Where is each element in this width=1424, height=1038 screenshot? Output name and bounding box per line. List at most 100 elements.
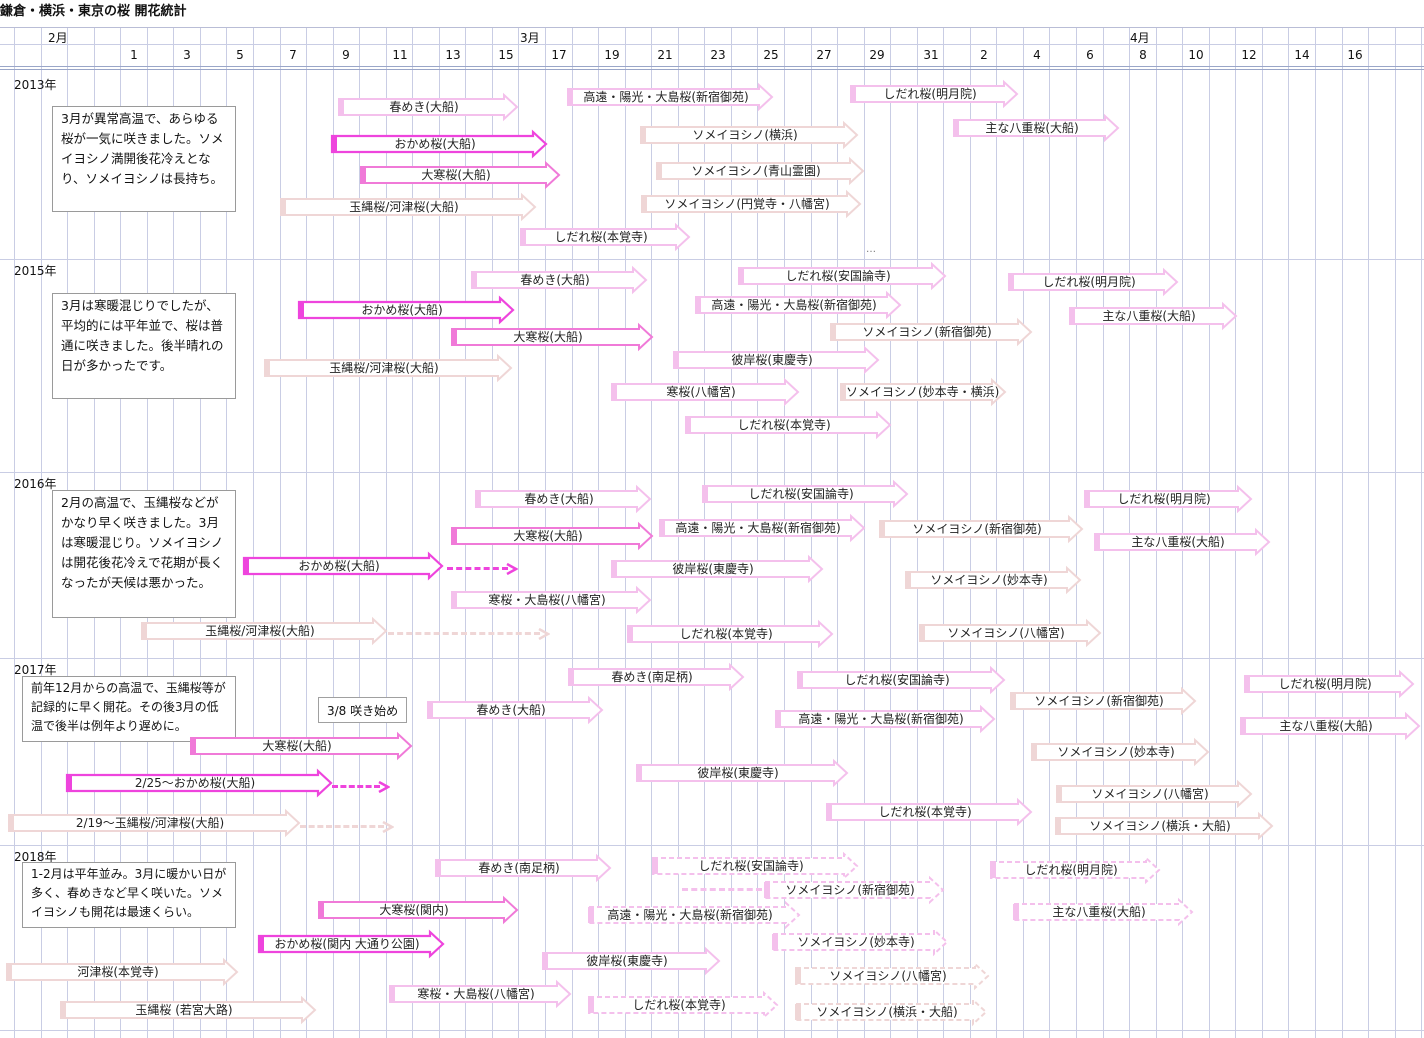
day-label: 4 [1033,48,1041,62]
day-label: 2 [980,48,988,62]
page-title: 鎌倉・横浜・東京の桜 開花統計 [0,4,187,19]
day-label: 8 [1139,48,1147,62]
bloom-period-label: 春めき(大船) [389,100,459,114]
bloom-period-arrow: 高遠・陽光・大島桜(新宿御苑) [588,900,801,930]
bloom-period-label: しだれ桜(明月院) [883,87,977,101]
dashed-extension [332,785,380,788]
bloom-period-arrow: ソメイヨシノ(妙本寺) [1031,737,1210,767]
bloom-period-label: 春めき(南足柄) [611,670,693,684]
bloom-period-arrow: 大寒桜(関内) [318,895,519,925]
bloom-period-arrow: ソメイヨシノ(青山霊園) [656,156,865,186]
bloom-period-label: 彼岸桜(東慶寺) [731,353,813,367]
bloom-period-label: 高遠・陽光・大島桜(新宿御苑) [711,298,877,312]
bloom-period-label: しだれ桜(本覚寺) [554,230,648,244]
bloom-period-label: ソメイヨシノ(妙本寺) [797,935,915,949]
grid-column-line [1262,28,1263,1038]
bloom-period-arrow: 大寒桜(大船) [451,322,654,352]
grid-column-line [1395,28,1396,1038]
bloom-period-arrow: 主な八重桜(大船) [1013,897,1194,927]
bloom-period-arrow: ソメイヨシノ(妙本寺) [905,565,1082,595]
bloom-period-arrow: 2/19～玉縄桜/河津桜(大船) [8,808,301,838]
bloom-period-arrow: おかめ桜(関内 大通り公園) [257,929,445,959]
bloom-period-arrow: 彼岸桜(東慶寺) [673,345,880,375]
grid-column-line [1288,28,1289,1038]
bloom-period-label: 彼岸桜(東慶寺) [697,766,779,780]
dashed-extension [300,825,384,828]
bloom-period-arrow: ソメイヨシノ(円覚寺・八幡宮) [641,189,862,219]
day-label: 31 [923,48,939,62]
day-label: 10 [1188,48,1204,62]
bloom-period-label: 寒桜(八幡宮) [666,385,736,399]
bloom-period-arrow: ソメイヨシノ(八幡宮) [1056,779,1253,809]
bloom-period-label: 彼岸桜(東慶寺) [672,562,754,576]
bloom-period-arrow: 玉縄桜/河津桜(大船) [141,616,388,646]
month-label: 3月 [520,31,540,45]
header-line [0,66,1424,67]
bloom-period-arrow: 彼岸桜(東慶寺) [636,758,849,788]
bloom-period-label: ソメイヨシノ(横浜) [692,128,798,142]
day-label: 16 [1347,48,1363,62]
bloom-period-label: 春めき(大船) [520,273,590,287]
year-comment-box: 3月は寒暖混じりでしたが、平均的には平年並で、桜は普通に咲きました。後半晴れの日… [52,293,236,399]
bloom-period-label: 主な八重桜(大船) [1279,719,1373,733]
bloom-period-label: しだれ桜(本覚寺) [878,805,972,819]
bloom-period-label: ソメイヨシノ(新宿御苑) [785,883,915,897]
grid-column-line [1421,28,1422,1038]
bloom-period-label: ソメイヨシノ(妙本寺) [1057,745,1175,759]
bloom-period-arrow: 主な八重桜(大船) [953,113,1120,143]
bloom-period-arrow: ソメイヨシノ(八幡宮) [795,961,990,991]
bloom-period-label: ソメイヨシノ(八幡宮) [1091,787,1209,801]
bloom-period-label: 玉縄桜/河津桜(大船) [205,624,315,638]
day-label: 5 [236,48,244,62]
dashed-extension-arrowhead [538,628,550,640]
day-label: 23 [710,48,726,62]
bloom-period-label: 高遠・陽光・大島桜(新宿御苑) [798,712,964,726]
grid-column-line [1315,28,1316,1038]
bloom-period-arrow: しだれ桜(安国論寺) [797,665,1006,695]
bloom-period-label: おかめ桜(大船) [394,137,476,151]
bloom-period-label: ソメイヨシノ(新宿御苑) [912,522,1042,536]
bloom-period-label: しだれ桜(本覚寺) [632,998,726,1012]
bloom-period-arrow: 春めき(大船) [427,695,604,725]
bloom-period-arrow: ソメイヨシノ(横浜) [640,120,859,150]
bloom-period-arrow: しだれ桜(明月院) [850,79,1019,109]
ellipsis-marker: … [866,244,876,255]
bloom-period-arrow: ソメイヨシノ(横浜・大船) [795,997,988,1027]
day-label: 13 [445,48,461,62]
header-line [0,27,1424,28]
bloom-period-label: 2/25～おかめ桜(大船) [134,776,256,790]
bloom-period-arrow: 高遠・陽光・大島桜(新宿御苑) [567,82,774,112]
bloom-period-arrow: 寒桜・大島桜(八幡宮) [389,979,572,1009]
year-comment-box: 3月が異常高温で、あらゆる桜が一気に咲きました。ソメイヨシノ満開後花冷えとなり、… [52,106,236,212]
bloom-period-label: しだれ桜(安国論寺) [698,859,804,873]
bloom-period-label: しだれ桜(安国論寺) [785,269,891,283]
year-label: 2018年 [14,850,57,864]
bloom-period-label: ソメイヨシノ(横浜・大船) [816,1005,958,1019]
bloom-period-arrow: しだれ桜(明月院) [990,855,1161,885]
grid-column-line [386,28,387,1038]
year-comment-box: 1-2月は平年並み。3月に暖かい日が多く、春めきなど早く咲いた。ソメイヨシノも開… [22,862,236,928]
day-label: 29 [869,48,885,62]
grid-column-line [439,28,440,1038]
bloom-period-label: しだれ桜(安国論寺) [748,487,854,501]
bloom-period-arrow: しだれ桜(明月院) [1084,484,1253,514]
bloom-period-label: 大寒桜(大船) [421,168,491,182]
grid-column-line [864,28,865,1038]
bloom-period-arrow: しだれ桜(安国論寺) [738,261,947,291]
bloom-period-arrow: 寒桜・大島桜(八幡宮) [451,585,652,615]
bloom-period-arrow: 玉縄桜 (若宮大路) [60,995,317,1025]
bloom-period-arrow: 大寒桜(大船) [360,160,561,190]
bloom-period-label: しだれ桜(本覚寺) [679,627,773,641]
bloom-period-label: 高遠・陽光・大島桜(新宿御苑) [675,521,841,535]
grid-column-line [1368,28,1369,1038]
bloom-period-label: 主な八重桜(大船) [1102,309,1196,323]
bloom-period-label: ソメイヨシノ(円覚寺・八幡宮) [664,197,830,211]
day-label: 25 [763,48,779,62]
bloom-period-label: 玉縄桜 (若宮大路) [135,1003,233,1017]
day-label: 11 [392,48,408,62]
month-label: 4月 [1130,31,1150,45]
bloom-period-label: ソメイヨシノ(新宿御苑) [862,325,992,339]
bloom-period-label: 彼岸桜(東慶寺) [586,954,668,968]
bloom-period-arrow: しだれ桜(安国論寺) [702,479,909,509]
year-label: 2016年 [14,477,57,491]
